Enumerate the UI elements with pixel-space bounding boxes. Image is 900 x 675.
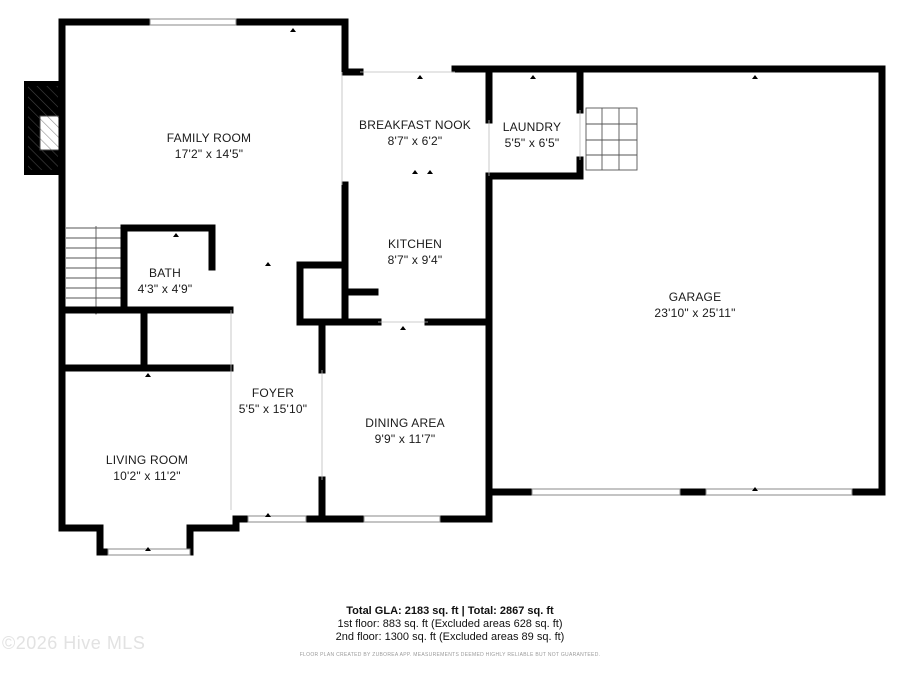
opening-lines: [230, 71, 581, 510]
room-dims-laundry: 5'5" x 6'5": [504, 136, 560, 150]
room-name-family-room: FAMILY ROOM: [166, 131, 252, 145]
windows: [107, 18, 853, 556]
room-name-foyer: FOYER: [251, 386, 295, 400]
room-dims-family-room: 17'2" x 14'5": [174, 147, 244, 161]
room-name-dining-area: DINING AREA: [365, 416, 445, 430]
room-dims-foyer: 5'5" x 15'10": [238, 402, 308, 416]
staircase-west: [66, 226, 124, 316]
room-dims-living-room: 10'2" x 11'2": [113, 469, 181, 483]
room-dims-garage: 23'10" x 25'11": [654, 306, 736, 320]
steps-laundry: [585, 107, 638, 171]
total-area: Total GLA: 2183 sq. ft | Total: 2867 sq.…: [346, 605, 554, 617]
room-name-breakfast-nook: BREAKFAST NOOK: [359, 118, 471, 132]
room-name-laundry: LAUNDRY: [502, 120, 562, 134]
room-name-kitchen: KITCHEN: [387, 237, 443, 251]
walls: [58, 18, 886, 556]
fireplace: [24, 81, 62, 175]
room-name-bath: BATH: [149, 266, 181, 280]
wall-markers: [145, 28, 758, 551]
room-dims-bath: 4'3" x 4'9": [137, 282, 193, 296]
first-floor-area: 1st floor: 883 sq. ft (Excluded areas 62…: [337, 618, 563, 630]
room-name-garage: GARAGE: [668, 290, 722, 304]
watermark: ©2026 Hive MLS: [2, 633, 146, 653]
disclaimer-text: FLOOR PLAN CREATED BY ZUBOREA APP. MEASU…: [299, 652, 601, 658]
area-summary: Total GLA: 2183 sq. ft | Total: 2867 sq.…: [336, 605, 565, 644]
room-dims-kitchen: 8'7" x 9'4": [387, 253, 443, 267]
room-dims-breakfast-nook: 8'7" x 6'2": [387, 134, 443, 148]
room-dims-dining-area: 9'9" x 11'7": [374, 432, 436, 446]
second-floor-area: 2nd floor: 1300 sq. ft (Excluded areas 8…: [335, 631, 565, 643]
room-name-living-room: LIVING ROOM: [105, 453, 189, 467]
